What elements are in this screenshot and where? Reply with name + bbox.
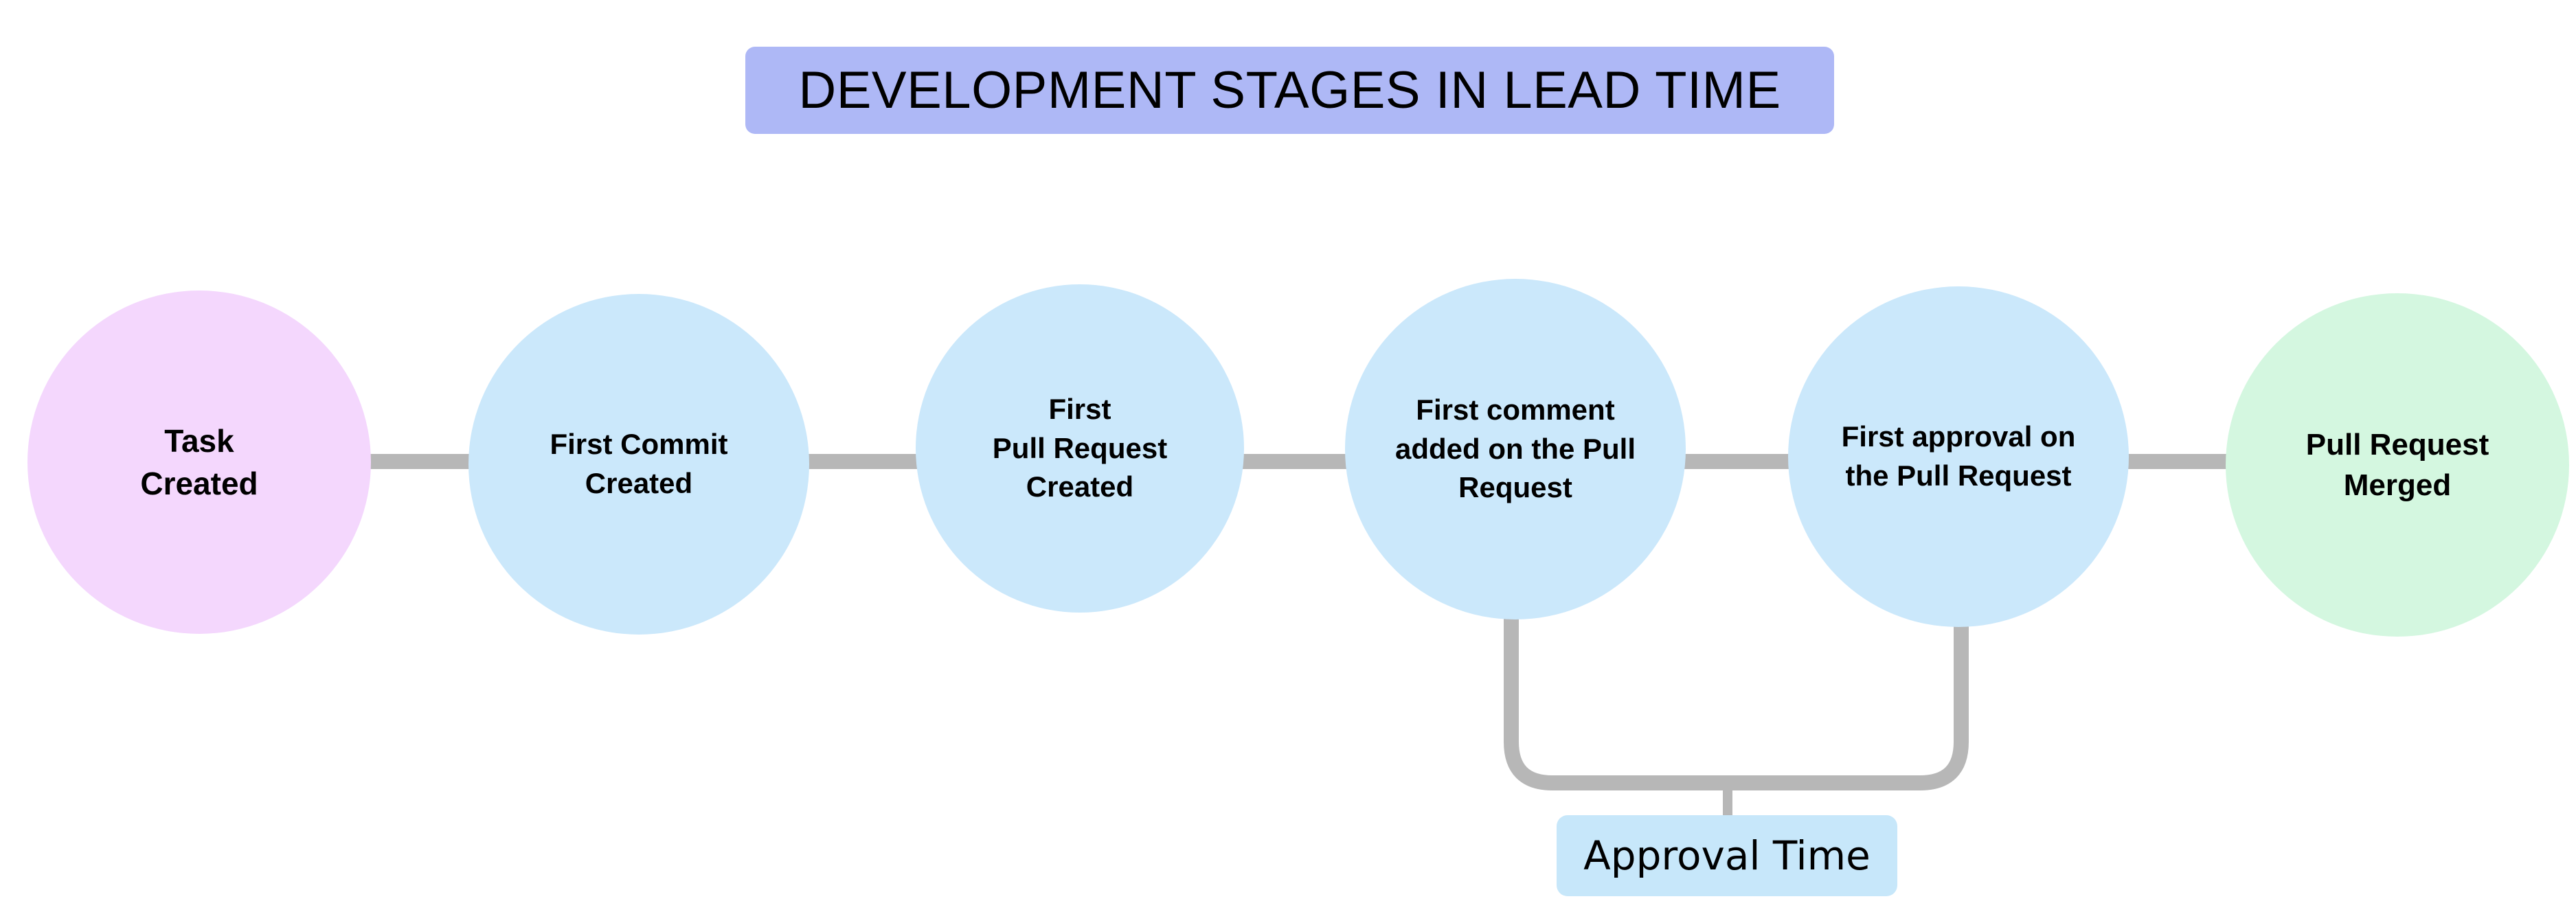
diagram-title-banner: DEVELOPMENT STAGES IN LEAD TIME	[745, 47, 1834, 134]
node-label-first-pull-request-created: First Pull Request Created	[992, 392, 1168, 503]
node-first-commit-created[interactable]: First Commit Created	[468, 294, 809, 635]
approval-time-bracket	[1504, 618, 1969, 821]
node-first-comment-added[interactable]: First comment added on the Pull Request	[1345, 279, 1686, 619]
approval-time-label-box[interactable]: Approval Time	[1557, 815, 1897, 896]
node-label-pull-request-merged: Pull Request Merged	[2305, 427, 2489, 502]
node-label-first-approval: First approval on the Pull Request	[1841, 420, 2076, 492]
node-task-created[interactable]: Task Created	[27, 290, 371, 634]
connector-4-5	[1642, 454, 1834, 469]
node-first-approval[interactable]: First approval on the Pull Request	[1788, 286, 2129, 627]
node-pull-request-merged[interactable]: Pull Request Merged	[2226, 293, 2569, 637]
node-label-first-comment-added: First comment added on the Pull Request	[1394, 393, 1636, 504]
node-label-task-created: Task Created	[140, 422, 258, 501]
page-title: DEVELOPMENT STAGES IN LEAD TIME	[798, 60, 1781, 119]
node-label-first-commit-created: First Commit Created	[550, 428, 728, 499]
approval-time-label: Approval Time	[1583, 832, 1871, 879]
connector-2-3	[769, 454, 962, 469]
node-first-pull-request-created[interactable]: First Pull Request Created	[916, 284, 1244, 613]
